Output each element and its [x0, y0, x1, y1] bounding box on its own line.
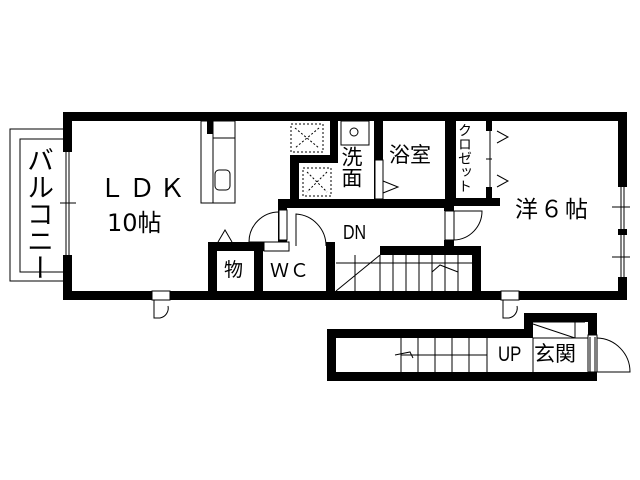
stairs-up [394, 321, 588, 372]
bathroom-label: 浴室 [389, 143, 431, 167]
closet-walls [446, 121, 498, 206]
washing-machine-spaces [290, 123, 338, 201]
ldk-size: 10帖 [107, 209, 162, 237]
bathroom-door [374, 159, 400, 200]
balcony-window [60, 152, 76, 255]
washroom-label: 洗面 [339, 146, 363, 188]
western-room-window [612, 187, 630, 277]
entrance-label: 玄関 [534, 342, 576, 366]
ldk-label: ＬＤＫ [99, 174, 190, 204]
washbasin [340, 120, 370, 146]
stairs-down-label: DN [343, 222, 367, 244]
storage-label: 物 [224, 259, 244, 281]
stairs-up-label: UP [498, 343, 522, 366]
entrance-door [587, 334, 631, 373]
balcony-label: バルコニー [22, 146, 53, 281]
closet-doors [486, 130, 510, 188]
stairs-down [335, 254, 472, 292]
lower-walls [327, 313, 597, 381]
western-room-label: 洋６帖 [515, 197, 590, 223]
kitchen-counter [200, 120, 236, 204]
closet-label: クロゼット [456, 123, 472, 193]
toilet-label: ＷＣ [270, 260, 311, 282]
doors [151, 209, 520, 319]
